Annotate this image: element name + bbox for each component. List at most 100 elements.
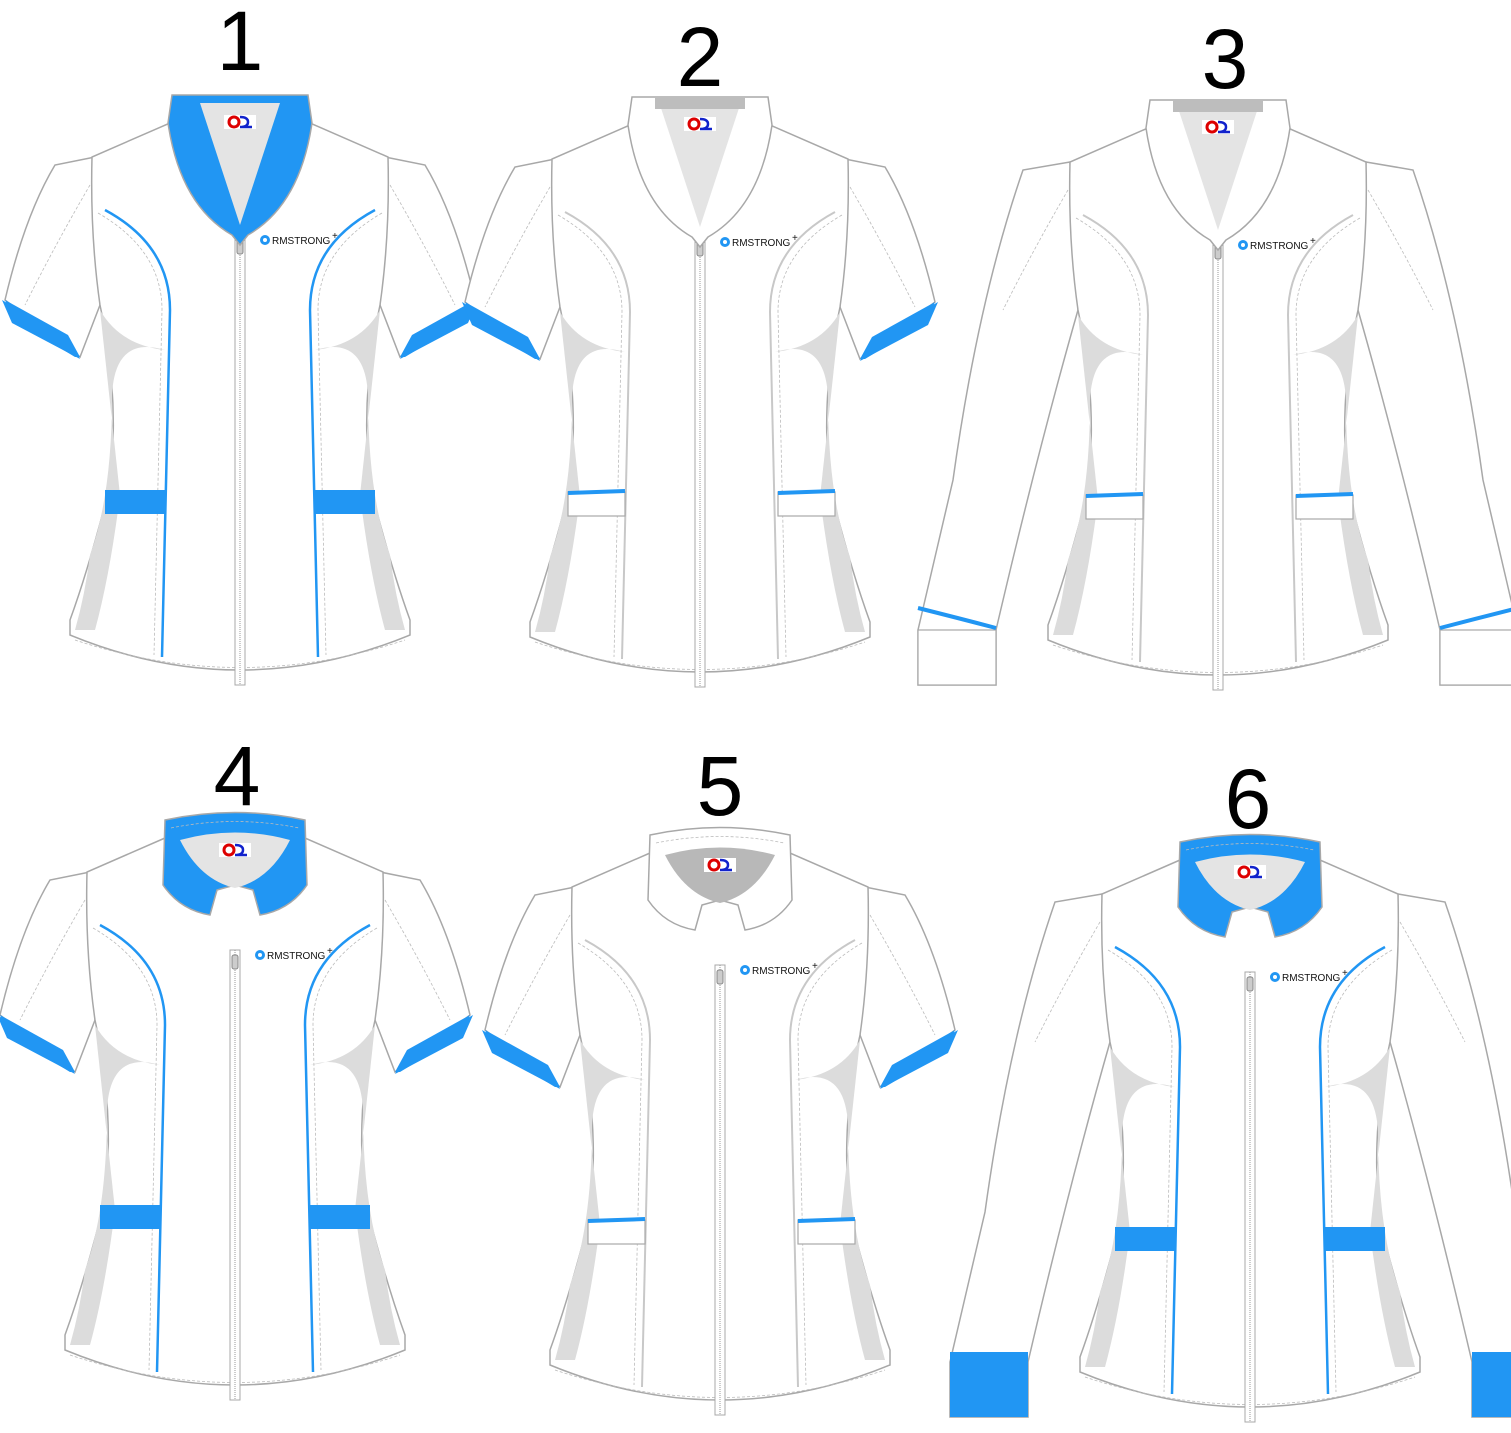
pocket-trim — [1295, 492, 1354, 498]
label-logo-red-icon — [222, 843, 236, 857]
armstrong-a-icon-hole — [723, 240, 727, 244]
logo-text: RMSTRONG — [1250, 241, 1309, 252]
jacket-4: RMSTRONG+ — [0, 811, 473, 1401]
logo-trademark: + — [1342, 968, 1348, 979]
piping-seam — [1082, 214, 1150, 663]
sleeve — [374, 871, 471, 1074]
seam-stitch — [1327, 949, 1393, 1393]
logo-trademark: + — [792, 233, 798, 244]
zipper-pull — [1246, 976, 1254, 992]
armstrong-a-icon-hole — [743, 968, 747, 972]
pocket-welt — [1295, 494, 1354, 520]
jacket-5: RMSTRONG+ — [482, 826, 958, 1416]
side-shading — [1085, 1047, 1175, 1367]
sleeve-stitch — [389, 184, 456, 306]
logo-trademark: + — [332, 231, 338, 242]
sleeve — [4, 156, 101, 359]
sleeve — [1389, 893, 1511, 1418]
armstrong-a-icon-hole — [1241, 243, 1245, 247]
sleeve-stitch — [384, 899, 451, 1021]
sleeve-cuff-band — [0, 1016, 75, 1074]
label-logo-blue-icon — [1249, 865, 1262, 879]
pocket-welt — [567, 491, 626, 517]
pocket-welt — [777, 491, 836, 517]
sleeve-stitch — [1399, 921, 1466, 1043]
piping-seam — [788, 939, 856, 1388]
pocket-welt — [1085, 494, 1144, 520]
piping-seam — [768, 211, 836, 660]
armstrong-a-icon-hole — [1273, 975, 1277, 979]
label-logo-blue-icon — [234, 843, 247, 857]
sleeve — [859, 886, 956, 1089]
zipper-pull — [716, 969, 724, 985]
chest-logo: RMSTRONG+ — [255, 946, 333, 962]
side-shading — [1293, 315, 1383, 635]
sleeve-cuff-blue — [950, 1352, 1028, 1417]
seam-stitch — [317, 212, 383, 656]
logo-text: RMSTRONG — [267, 951, 326, 962]
design-number: 1 — [217, 0, 264, 88]
collar-inner — [1195, 854, 1305, 910]
pocket-flap — [310, 1205, 370, 1229]
seam-stitch — [797, 942, 863, 1386]
side-shading — [70, 1025, 160, 1345]
chest-logo: RMSTRONG+ — [1270, 968, 1348, 984]
pocket-flap — [105, 490, 165, 514]
piping-seam — [1286, 214, 1354, 663]
piping-seam — [99, 923, 167, 1373]
design-number: 2 — [677, 10, 724, 104]
sleeve — [839, 158, 936, 361]
label-logo-blue-icon — [239, 115, 252, 129]
sleeve-stitch — [1367, 189, 1434, 311]
collar-inner — [665, 847, 775, 903]
piping-seam — [308, 208, 376, 658]
label-logo-blue-icon — [719, 858, 732, 872]
pocket-welt — [587, 1219, 646, 1245]
pocket-trim — [1085, 492, 1144, 498]
sleeve-cuff-blue — [1472, 1352, 1511, 1417]
collar-band — [655, 97, 745, 109]
jacket-1: RMSTRONG+ — [2, 94, 478, 686]
sleeve-stitch — [1002, 189, 1069, 311]
logo-text: RMSTRONG — [752, 966, 811, 977]
label-logo-red-icon — [1205, 120, 1219, 134]
side-shading — [1325, 1047, 1415, 1367]
collar-inner — [200, 103, 280, 225]
chest-logo: RMSTRONG+ — [740, 961, 818, 977]
logo-text: RMSTRONG — [272, 236, 331, 247]
sleeve-stitch — [849, 186, 916, 308]
side-shading — [75, 310, 165, 630]
seam-stitch — [1075, 217, 1141, 661]
pocket-trim — [567, 489, 626, 495]
chest-logo: RMSTRONG+ — [1238, 236, 1316, 252]
seam-stitch — [97, 212, 163, 656]
pocket-flap — [100, 1205, 160, 1229]
sleeve — [484, 886, 581, 1089]
design-number: 4 — [214, 729, 261, 823]
cuff-trim — [917, 606, 997, 630]
label-logo-red-icon — [227, 115, 241, 129]
piping-seam — [564, 211, 632, 660]
pocket-flap — [1325, 1227, 1385, 1251]
armstrong-a-icon-hole — [263, 238, 267, 242]
collar-inner — [1178, 108, 1258, 230]
side-shading — [1053, 315, 1143, 635]
design-number: 6 — [1225, 752, 1272, 846]
zipper-pull — [231, 954, 239, 970]
label-logo-red-icon — [1237, 865, 1251, 879]
seam-stitch — [312, 927, 378, 1371]
side-shading — [775, 312, 865, 632]
sleeve-stitch — [484, 186, 551, 308]
piping-seam — [1318, 945, 1386, 1395]
logo-text: RMSTRONG — [1282, 973, 1341, 984]
collar-inner — [660, 105, 740, 227]
logo-text: RMSTRONG — [732, 238, 791, 249]
side-shading — [310, 1025, 400, 1345]
side-shading — [555, 1040, 645, 1360]
sleeve-cuff-band — [395, 1015, 473, 1074]
sleeve-stitch — [1034, 921, 1101, 1043]
pocket-flap — [315, 490, 375, 514]
design-number: 3 — [1202, 12, 1249, 106]
sleeve-stitch — [19, 899, 86, 1021]
